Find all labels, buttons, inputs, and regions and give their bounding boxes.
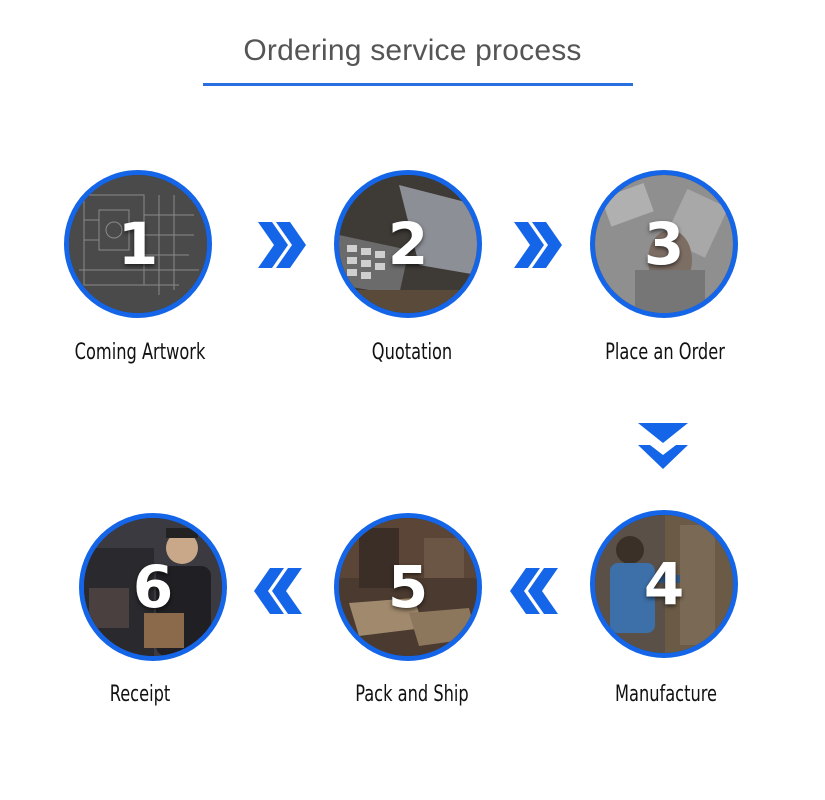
blueprint-image xyxy=(69,175,207,313)
packing-image xyxy=(339,518,477,656)
page-title: Ordering service process xyxy=(243,34,582,67)
step-1-number: 1 xyxy=(117,210,159,278)
step-6-label: Receipt xyxy=(109,682,171,707)
step-5-number: 5 xyxy=(387,553,429,621)
step-5-circle: 5 xyxy=(334,513,482,661)
double-chevron-down-icon xyxy=(638,423,688,469)
double-chevron-left-icon xyxy=(510,568,558,614)
step-3-label: Place an Order xyxy=(605,340,725,365)
double-chevron-right-icon xyxy=(258,222,306,268)
double-chevron-left-icon xyxy=(254,568,302,614)
step-4-label: Manufacture xyxy=(614,682,718,707)
step-3-circle: 3 xyxy=(590,170,738,318)
step-4-circle: 4 xyxy=(590,510,738,658)
factory-worker-image xyxy=(595,515,733,653)
step-5-label: Pack and Ship xyxy=(355,682,469,707)
title-underline xyxy=(203,83,633,86)
step-1-circle: 1 xyxy=(64,170,212,318)
calculator-image xyxy=(339,175,477,313)
step-4-number: 4 xyxy=(643,550,685,618)
step-3-number: 3 xyxy=(643,210,685,278)
step-6-number: 6 xyxy=(132,553,174,621)
order-desk-image xyxy=(595,175,733,313)
double-chevron-right-icon xyxy=(514,222,562,268)
step-2-circle: 2 xyxy=(334,170,482,318)
courier-image xyxy=(84,518,222,656)
step-1-label: Coming Artwork xyxy=(74,340,206,365)
step-6-circle: 6 xyxy=(79,513,227,661)
step-2-number: 2 xyxy=(387,210,429,278)
step-2-label: Quotation xyxy=(371,340,453,365)
